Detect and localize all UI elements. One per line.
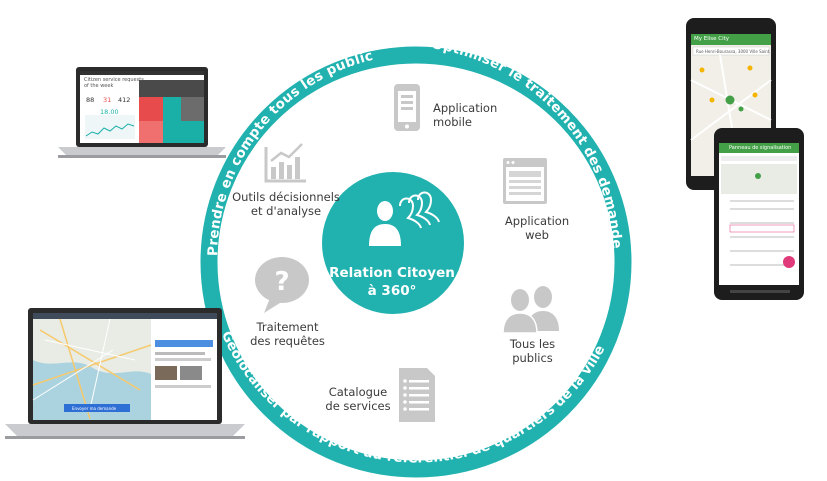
phone-back-title: My Elise City [694,36,730,42]
label-line: Outils décisionnels [232,190,340,204]
phone-front-title: Panneau de signalisation [729,145,792,151]
label-traitement-des-requetes: Traitement des requêtes [245,320,330,348]
label-line: Traitement [256,320,319,334]
laptop-map [5,308,245,439]
label-line: web [525,228,549,242]
phone-back-search: Rue Henri-Bourassa, 3000 Ville Saint... [696,49,774,54]
smartphone-icon [394,84,420,131]
bar-chart-icon [264,143,306,183]
label-application-web: Application web [497,214,577,242]
label-application-mobile: Application mobile [433,101,497,129]
label-line: publics [512,351,553,365]
label-line: Catalogue [328,385,388,399]
dashboard-title: Citizen service requests of the week [84,77,144,89]
map-send-button: Envoyer ma demande [72,406,117,411]
center-title: Relation Citoyen à 360° [322,264,462,300]
question-bubble-icon: ? [255,257,309,313]
label-line: mobile [433,115,473,129]
svg-text:?: ? [274,267,289,297]
label-line: Application [504,214,570,228]
browser-window-icon [503,158,547,204]
phone-form-app [714,128,804,300]
dashboard-stat-1: 88 [86,96,95,104]
dashboard-stat-3: 412 [118,96,131,104]
laptop-dashboard [58,67,226,158]
people-icon [502,286,559,334]
label-line: Tous les [509,337,556,351]
outer-ring [200,46,632,478]
label-line: et d'analyse [250,204,322,218]
dashboard-stat-2: 31 [103,96,112,104]
label-catalogue-de-services: Catalogue de services [318,385,398,413]
label-tous-les-publics: Tous les publics [500,337,565,365]
list-document-icon [399,368,435,422]
label-line: des requêtes [250,334,325,348]
dashboard-big-number: 18.00 [100,108,119,116]
label-outils-decisionnels: Outils décisionnels et d'analyse [226,190,346,218]
label-line: Application [433,101,498,115]
citizens-icon [399,191,440,229]
center-title-line1: Relation Citoyen [329,265,455,281]
center-title-line2: à 360° [367,283,417,299]
citizen-front-icon [369,201,401,246]
label-line: de services [325,399,391,413]
